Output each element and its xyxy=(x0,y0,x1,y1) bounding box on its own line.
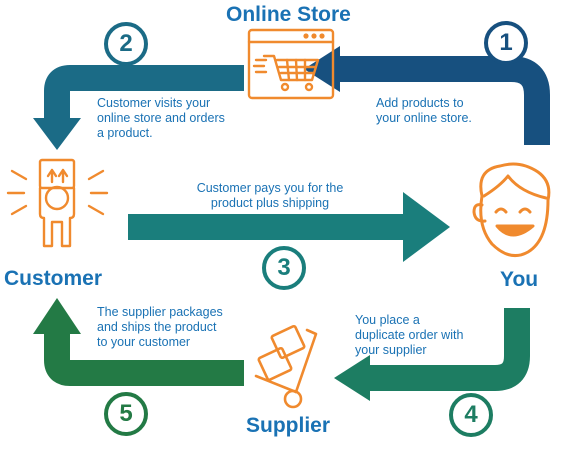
step2-note-line: a product. xyxy=(97,126,153,140)
customer-box-icon xyxy=(6,158,109,248)
step3-note: Customer pays you for the product plus s… xyxy=(150,181,390,211)
online-store-label: Online Store xyxy=(226,3,351,26)
step-5-badge: 5 xyxy=(104,392,148,436)
step2-note: Customer visits your online store and or… xyxy=(97,96,225,141)
hand-truck-icon xyxy=(254,324,318,409)
step4-note: You place a duplicate order with your su… xyxy=(355,313,463,358)
step-1-badge: 1 xyxy=(484,21,528,65)
arrow-customer-to-you xyxy=(128,192,450,262)
step-4-badge: 4 xyxy=(449,393,493,437)
supplier-label: Supplier xyxy=(246,414,331,437)
step3-note-line: Customer pays you for the xyxy=(196,181,344,195)
step5-note-line: to your customer xyxy=(97,335,191,349)
step1-note: Add products to your online store. xyxy=(376,96,472,126)
step5-note: The supplier packages and ships the prod… xyxy=(97,305,223,350)
step5-note-line: The supplier packages xyxy=(97,305,223,319)
you-label: You xyxy=(500,268,539,291)
step3-note-line: product plus shipping xyxy=(210,196,330,210)
arrow-you-to-store xyxy=(304,46,550,145)
smiley-face-icon xyxy=(472,162,551,258)
step-3-badge: 3 xyxy=(262,246,306,290)
step2-note-line: Customer visits your xyxy=(97,96,211,110)
arrow-you-to-supplier xyxy=(334,308,530,401)
step-2-badge: 2 xyxy=(104,22,148,66)
arrow-store-to-customer xyxy=(33,65,244,150)
step1-note-line: Add products to xyxy=(376,96,464,110)
cart-icon xyxy=(247,28,335,100)
arrow-supplier-to-customer xyxy=(33,298,244,386)
step4-note-line: your supplier xyxy=(355,343,427,357)
step1-note-line: your online store. xyxy=(376,111,472,125)
step4-note-line: duplicate order with xyxy=(355,328,464,342)
customer-label: Customer xyxy=(4,267,103,290)
step5-note-line: and ships the product xyxy=(97,320,217,334)
step4-note-line: You place a xyxy=(355,313,420,327)
step2-note-line: online store and orders xyxy=(97,111,225,125)
